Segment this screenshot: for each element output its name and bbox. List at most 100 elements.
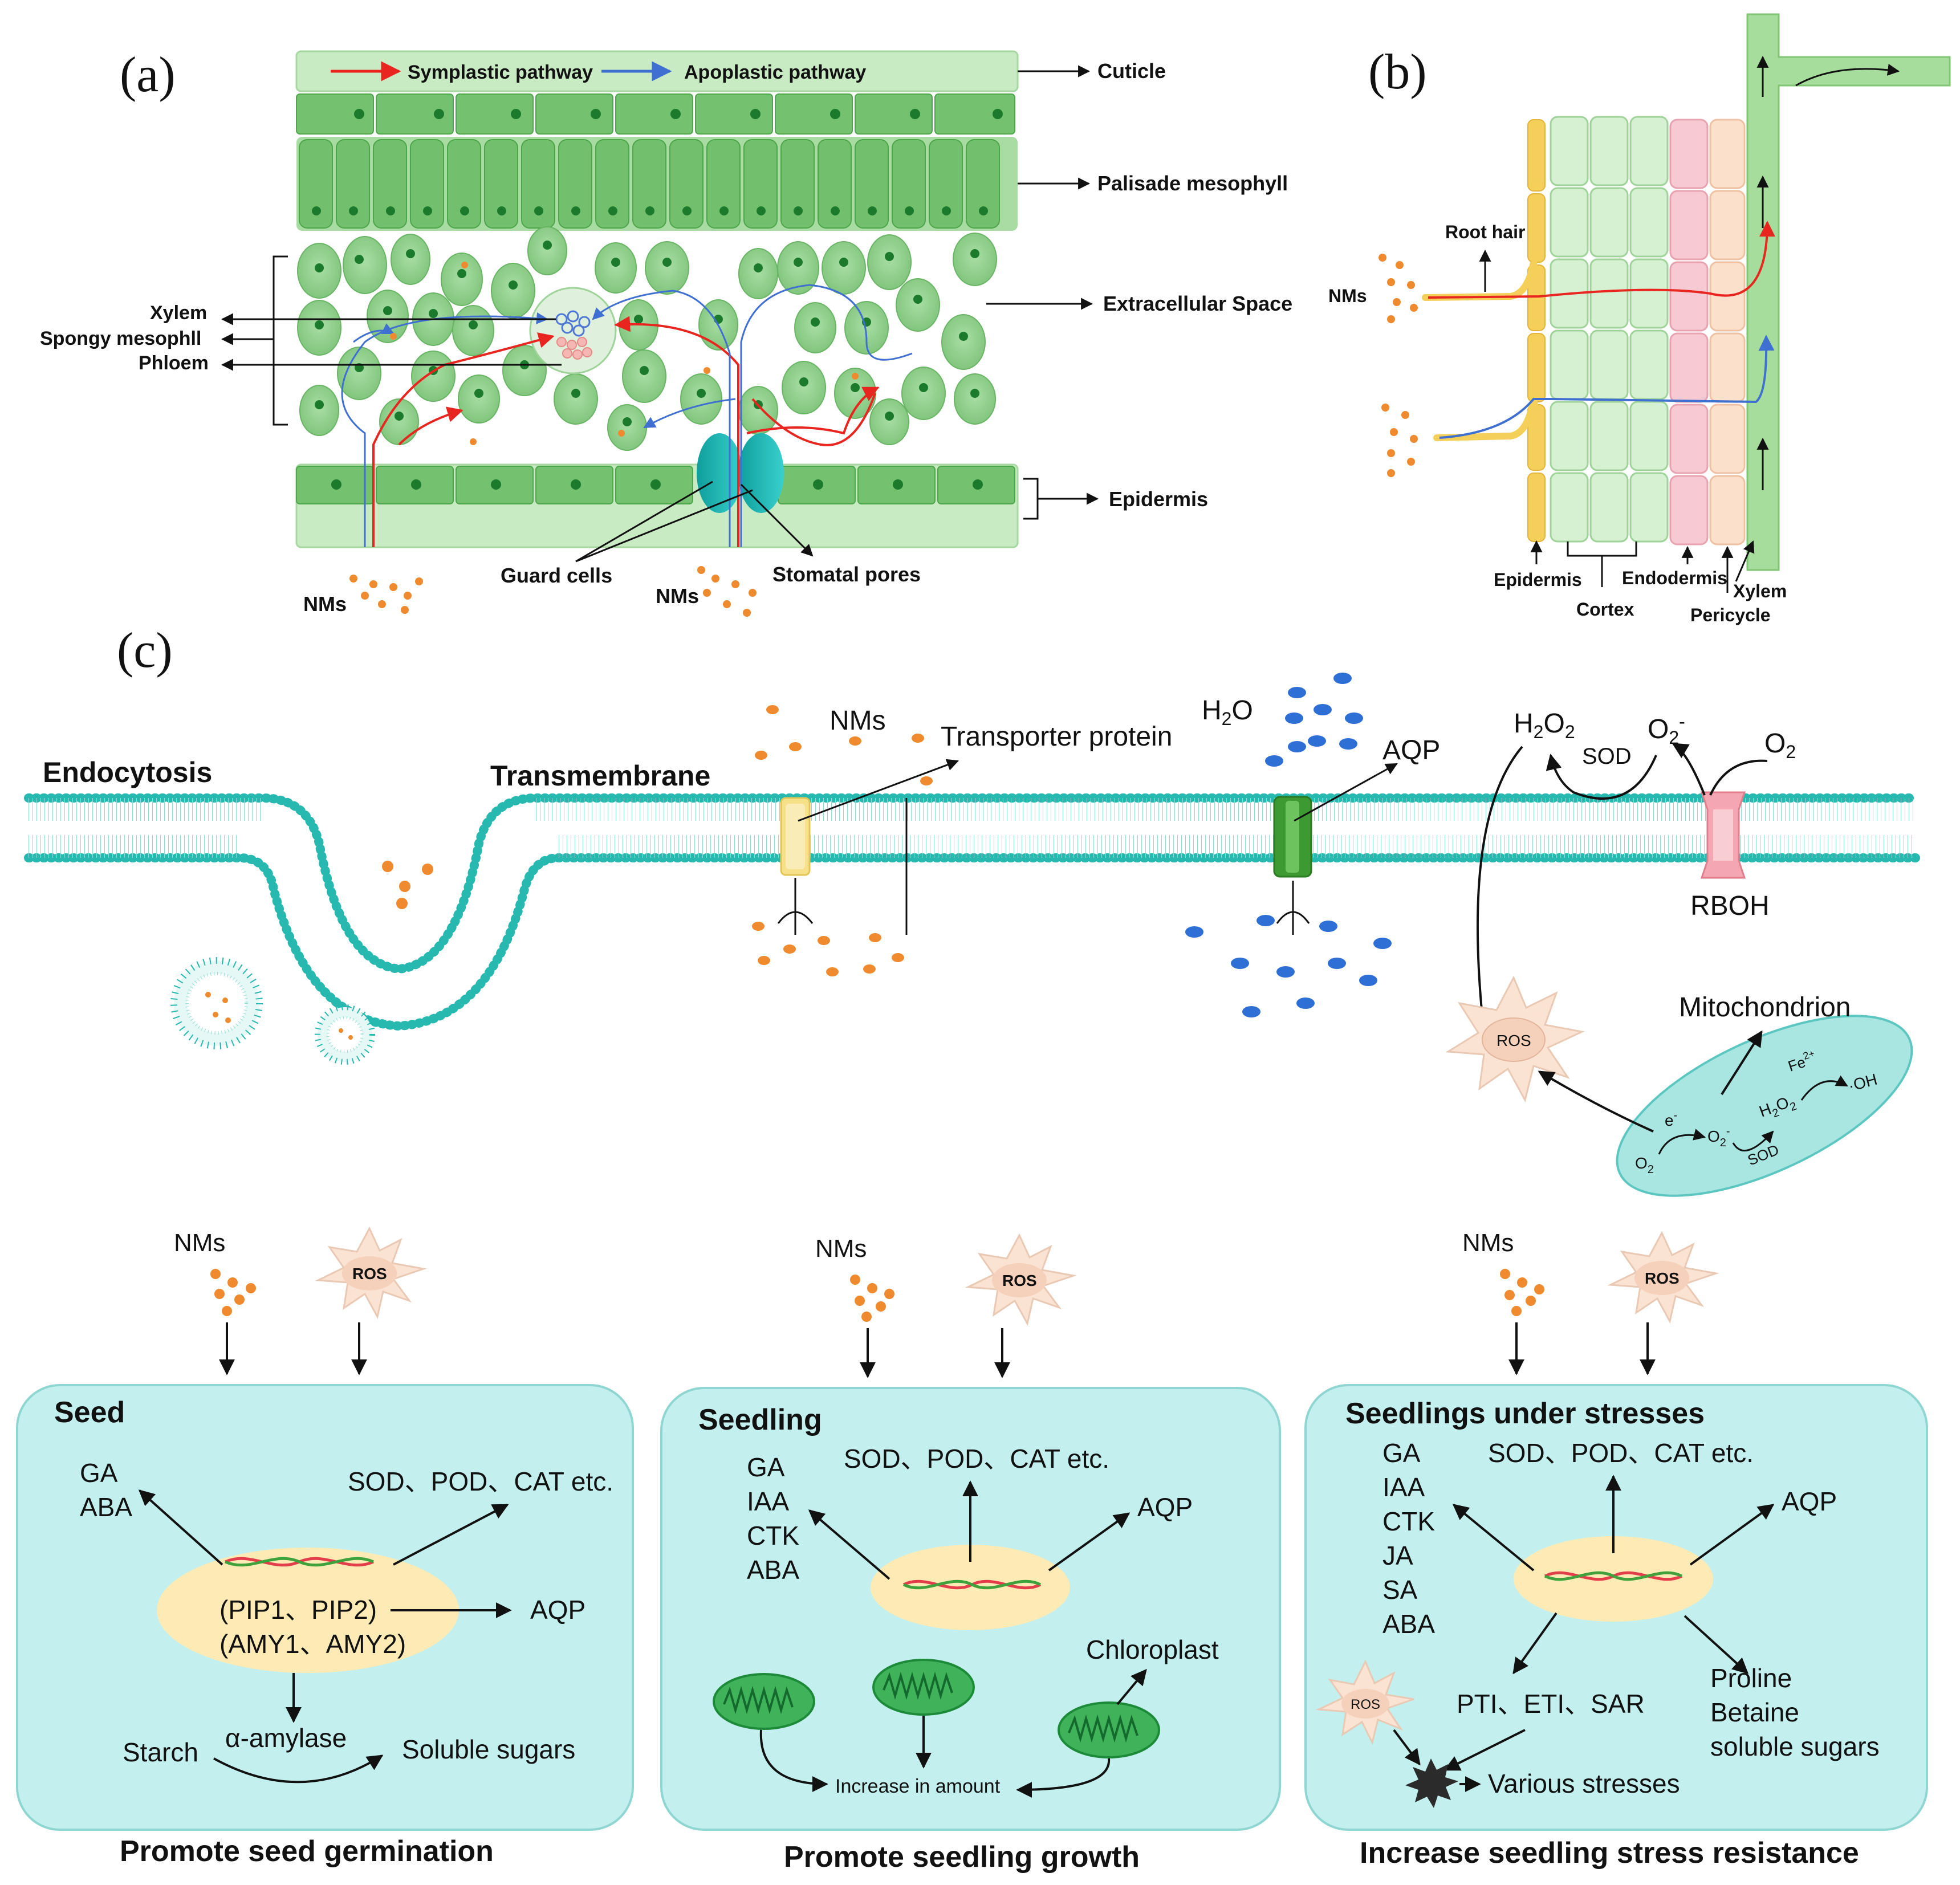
box-stress: NMs ROS Seedlings under stresses GA IAA … xyxy=(1304,1229,1928,1870)
root-endodermis xyxy=(1669,119,1709,545)
palisade-mesophyll xyxy=(296,137,1018,231)
label-transmembrane: Transmembrane xyxy=(490,760,710,792)
svg-text:Betaine: Betaine xyxy=(1710,1697,1799,1727)
label-sod-c: SOD xyxy=(1582,744,1632,769)
svg-text:(PIP1、PIP2): (PIP1、PIP2) xyxy=(219,1595,377,1625)
chloroplast-3 xyxy=(1058,1701,1160,1758)
mito-o2-to-o2minus xyxy=(1658,1129,1706,1155)
label-o2minus-c: O2- xyxy=(1648,711,1685,748)
guard-cell-left xyxy=(697,433,742,513)
svg-text:GA: GA xyxy=(80,1458,118,1488)
panel-b-root: Root hair NMs Epidermis Cortex Endodermi… xyxy=(1328,13,1951,625)
label-aqp-c: AQP xyxy=(1382,735,1440,766)
svg-text:Increase in amount: Increase in amount xyxy=(835,1776,1001,1797)
svg-text:ROS: ROS xyxy=(352,1265,387,1283)
svg-text:SOD、POD、CAT etc.: SOD、POD、CAT etc. xyxy=(1488,1438,1754,1468)
label-root-hair: Root hair xyxy=(1445,222,1525,242)
svg-text:ABA: ABA xyxy=(747,1555,799,1585)
label-rboh: RBOH xyxy=(1690,891,1770,921)
bracket-epidermis xyxy=(1023,478,1097,520)
label-transporter: Transporter protein xyxy=(941,722,1172,752)
root-cortex xyxy=(1550,116,1669,543)
legend-symplastic-label: Symplastic pathway xyxy=(408,62,593,83)
svg-text:CTK: CTK xyxy=(1382,1507,1435,1536)
label-cortex: Cortex xyxy=(1576,599,1634,620)
label-mito-o2minus: O2- xyxy=(1707,1125,1730,1149)
svg-text:JA: JA xyxy=(1382,1541,1413,1570)
label-xylem-b: Xylem xyxy=(1733,581,1787,601)
svg-text:Promote seedling growth: Promote seedling growth xyxy=(784,1841,1140,1874)
leader-stomatal-1 xyxy=(740,483,814,557)
label-nms-b: NMs xyxy=(1328,286,1367,306)
root-pericycle xyxy=(1709,119,1746,545)
label-nms-a-left: NMs xyxy=(303,592,347,616)
label-h2o: H2O xyxy=(1202,695,1253,729)
panel-a-leaf: Symplastic pathway Apoplastic pathway xyxy=(40,50,1292,617)
panel-label-b: (b) xyxy=(1368,44,1427,100)
svg-text:IAA: IAA xyxy=(1382,1472,1425,1502)
root-symplastic-path xyxy=(1428,221,1775,299)
leader-guard-2 xyxy=(575,489,753,563)
svg-text:AQP: AQP xyxy=(530,1595,585,1625)
label-pericycle: Pericycle xyxy=(1690,605,1771,625)
svg-text:ABA: ABA xyxy=(1382,1609,1435,1639)
root-hair-bottom xyxy=(1433,398,1543,441)
xylem-flow-arrows xyxy=(1756,55,1900,490)
svg-text:PTI、ETI、SAR: PTI、ETI、SAR xyxy=(1457,1689,1645,1719)
svg-text:Seedling: Seedling xyxy=(698,1403,822,1436)
svg-text:SA: SA xyxy=(1382,1575,1418,1605)
svg-text:NMs: NMs xyxy=(815,1235,867,1263)
spongy-mesophyll xyxy=(297,226,997,451)
label-epidermis-a: Epidermis xyxy=(1109,487,1208,511)
label-endocytosis: Endocytosis xyxy=(43,756,212,788)
label-ros-main: ROS xyxy=(1497,1032,1531,1049)
box1-title: Seed xyxy=(54,1396,125,1429)
svg-text:AQP: AQP xyxy=(1782,1487,1837,1516)
svg-text:Starch: Starch xyxy=(123,1737,198,1767)
label-nms-a-right: NMs xyxy=(656,584,699,608)
ros-star-main: ROS xyxy=(1445,975,1585,1103)
svg-text:ABA: ABA xyxy=(80,1492,132,1522)
guard-cell-right xyxy=(738,433,784,513)
label-xylem-a: Xylem xyxy=(150,302,207,324)
svg-text:Increase seedling stress resis: Increase seedling stress resistance xyxy=(1360,1837,1859,1870)
panel-label-c: (c) xyxy=(117,623,173,678)
leader-xylem-b xyxy=(1735,540,1755,582)
label-mitochondrion: Mitochondrion xyxy=(1679,992,1851,1023)
svg-text:ROS: ROS xyxy=(1351,1697,1380,1712)
svg-text:α-amylase: α-amylase xyxy=(225,1723,347,1753)
label-endodermis: Endodermis xyxy=(1622,568,1727,588)
vascular-bundle xyxy=(529,287,617,374)
svg-text:GA: GA xyxy=(747,1452,785,1482)
label-epidermis-b: Epidermis xyxy=(1494,569,1582,590)
svg-text:IAA: IAA xyxy=(747,1487,789,1516)
arrow-mito-to-ros xyxy=(1538,1070,1654,1133)
svg-text:(AMY1、AMY2): (AMY1、AMY2) xyxy=(219,1629,406,1659)
box-seed: NMs ROS Seed GA ABA SOD、POD、CAT etc. (PI… xyxy=(16,1226,634,1868)
svg-text:SOD、POD、CAT etc.: SOD、POD、CAT etc. xyxy=(844,1444,1109,1473)
bracket-spongy xyxy=(273,255,288,426)
xylem-vessel xyxy=(1746,13,1951,571)
nm-particles-a xyxy=(349,262,859,617)
svg-text:soluble sugars: soluble sugars xyxy=(1710,1732,1880,1761)
svg-text:CTK: CTK xyxy=(747,1521,799,1550)
label-spongy: Spongy mesophll xyxy=(40,328,201,349)
label-mito-o2: O2 xyxy=(1635,1154,1654,1176)
leader-aqp xyxy=(1294,763,1398,822)
label-guard-cells: Guard cells xyxy=(501,564,612,587)
label-cuticle: Cuticle xyxy=(1097,59,1166,83)
upper-epidermis xyxy=(296,93,1015,135)
svg-text:Proline: Proline xyxy=(1710,1663,1792,1693)
lipid-bilayer xyxy=(24,793,1920,1031)
water-molecules xyxy=(1185,673,1392,1017)
label-h2o2-c: H2O2 xyxy=(1514,709,1575,742)
nm-particles-b xyxy=(1378,254,1418,477)
leader-guard-1 xyxy=(575,481,713,563)
apoplastic-paths xyxy=(341,284,913,547)
label-extracellular: Extracellular Space xyxy=(1103,292,1292,315)
leader-mitochondrion xyxy=(1721,1030,1763,1096)
svg-text:Various stresses: Various stresses xyxy=(1488,1769,1680,1798)
nm-particles-c xyxy=(752,705,933,976)
box1-nms-label: NMs xyxy=(174,1229,225,1257)
